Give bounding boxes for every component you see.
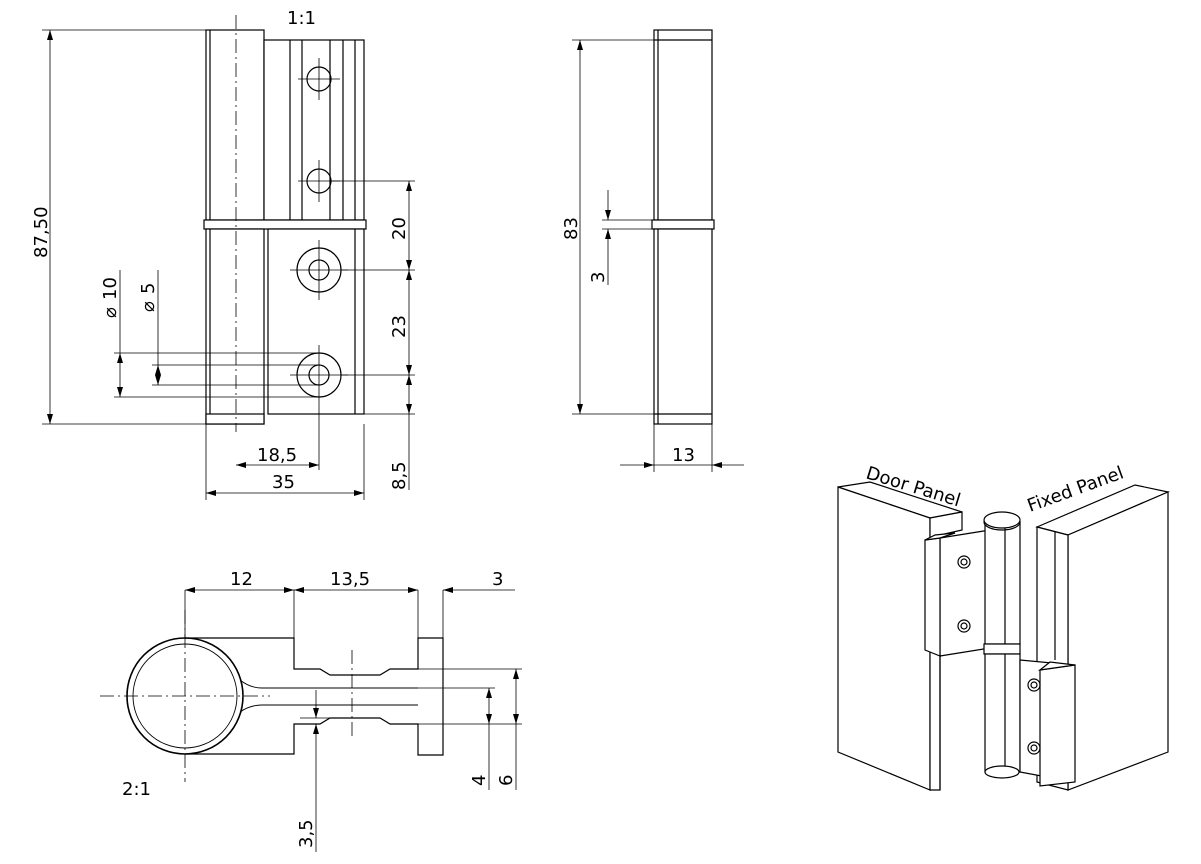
upper-leaf [263,39,365,221]
section-dim-f: 3,5 [296,819,317,848]
dim-total-height: 87,50 [31,206,52,258]
dim-hole-inner: 5 [138,283,159,294]
section-scale-label: 2:1 [122,779,151,800]
side-upper-knuckle [653,29,713,221]
dim-diameter-symbol-1: ⌀ [100,307,121,318]
iso-view: Door Panel Fixed Panel [837,462,1170,791]
side-dim-height: 83 [561,217,582,240]
section-profile [185,637,444,756]
section-dim-d: 4 [469,775,490,786]
section-view: 12 13,5 3 4 6 3,5 2:1 [100,569,522,852]
section-dim-a: 12 [230,569,253,590]
dim-pitch-lower: 23 [389,315,410,338]
knuckle-joint [203,219,367,230]
dim-width: 35 [272,472,295,493]
dim-pitch-upper: 20 [389,217,410,240]
upper-knuckle [205,29,265,221]
dim-bottom-offset: 8,5 [389,461,410,490]
side-dim-thickness: 13 [672,445,695,466]
front-scale-label: 1:1 [287,8,316,29]
dim-diameter-symbol-2: ⌀ [138,301,159,312]
dim-hole-x: 18,5 [257,445,297,466]
side-lower-knuckle [653,228,713,425]
iso-knuckle [983,511,1021,779]
section-dim-e: 6 [496,775,517,786]
iso-upper-leaf [924,529,991,657]
lower-knuckle [205,228,265,425]
dim-hole-outer: 10 [100,277,121,300]
section-dim-b: 13,5 [330,569,370,590]
lower-leaf [267,228,365,415]
front-view: 1:1 87,50 20 23 8,5 ⌀ 10 ⌀ 5 [31,8,415,500]
side-dim-gap: 3 [588,272,609,283]
side-view: 83 3 13 [561,29,744,472]
side-joint [651,219,715,230]
iso-lower-leaf [1019,659,1076,787]
section-dim-c: 3 [492,569,503,590]
